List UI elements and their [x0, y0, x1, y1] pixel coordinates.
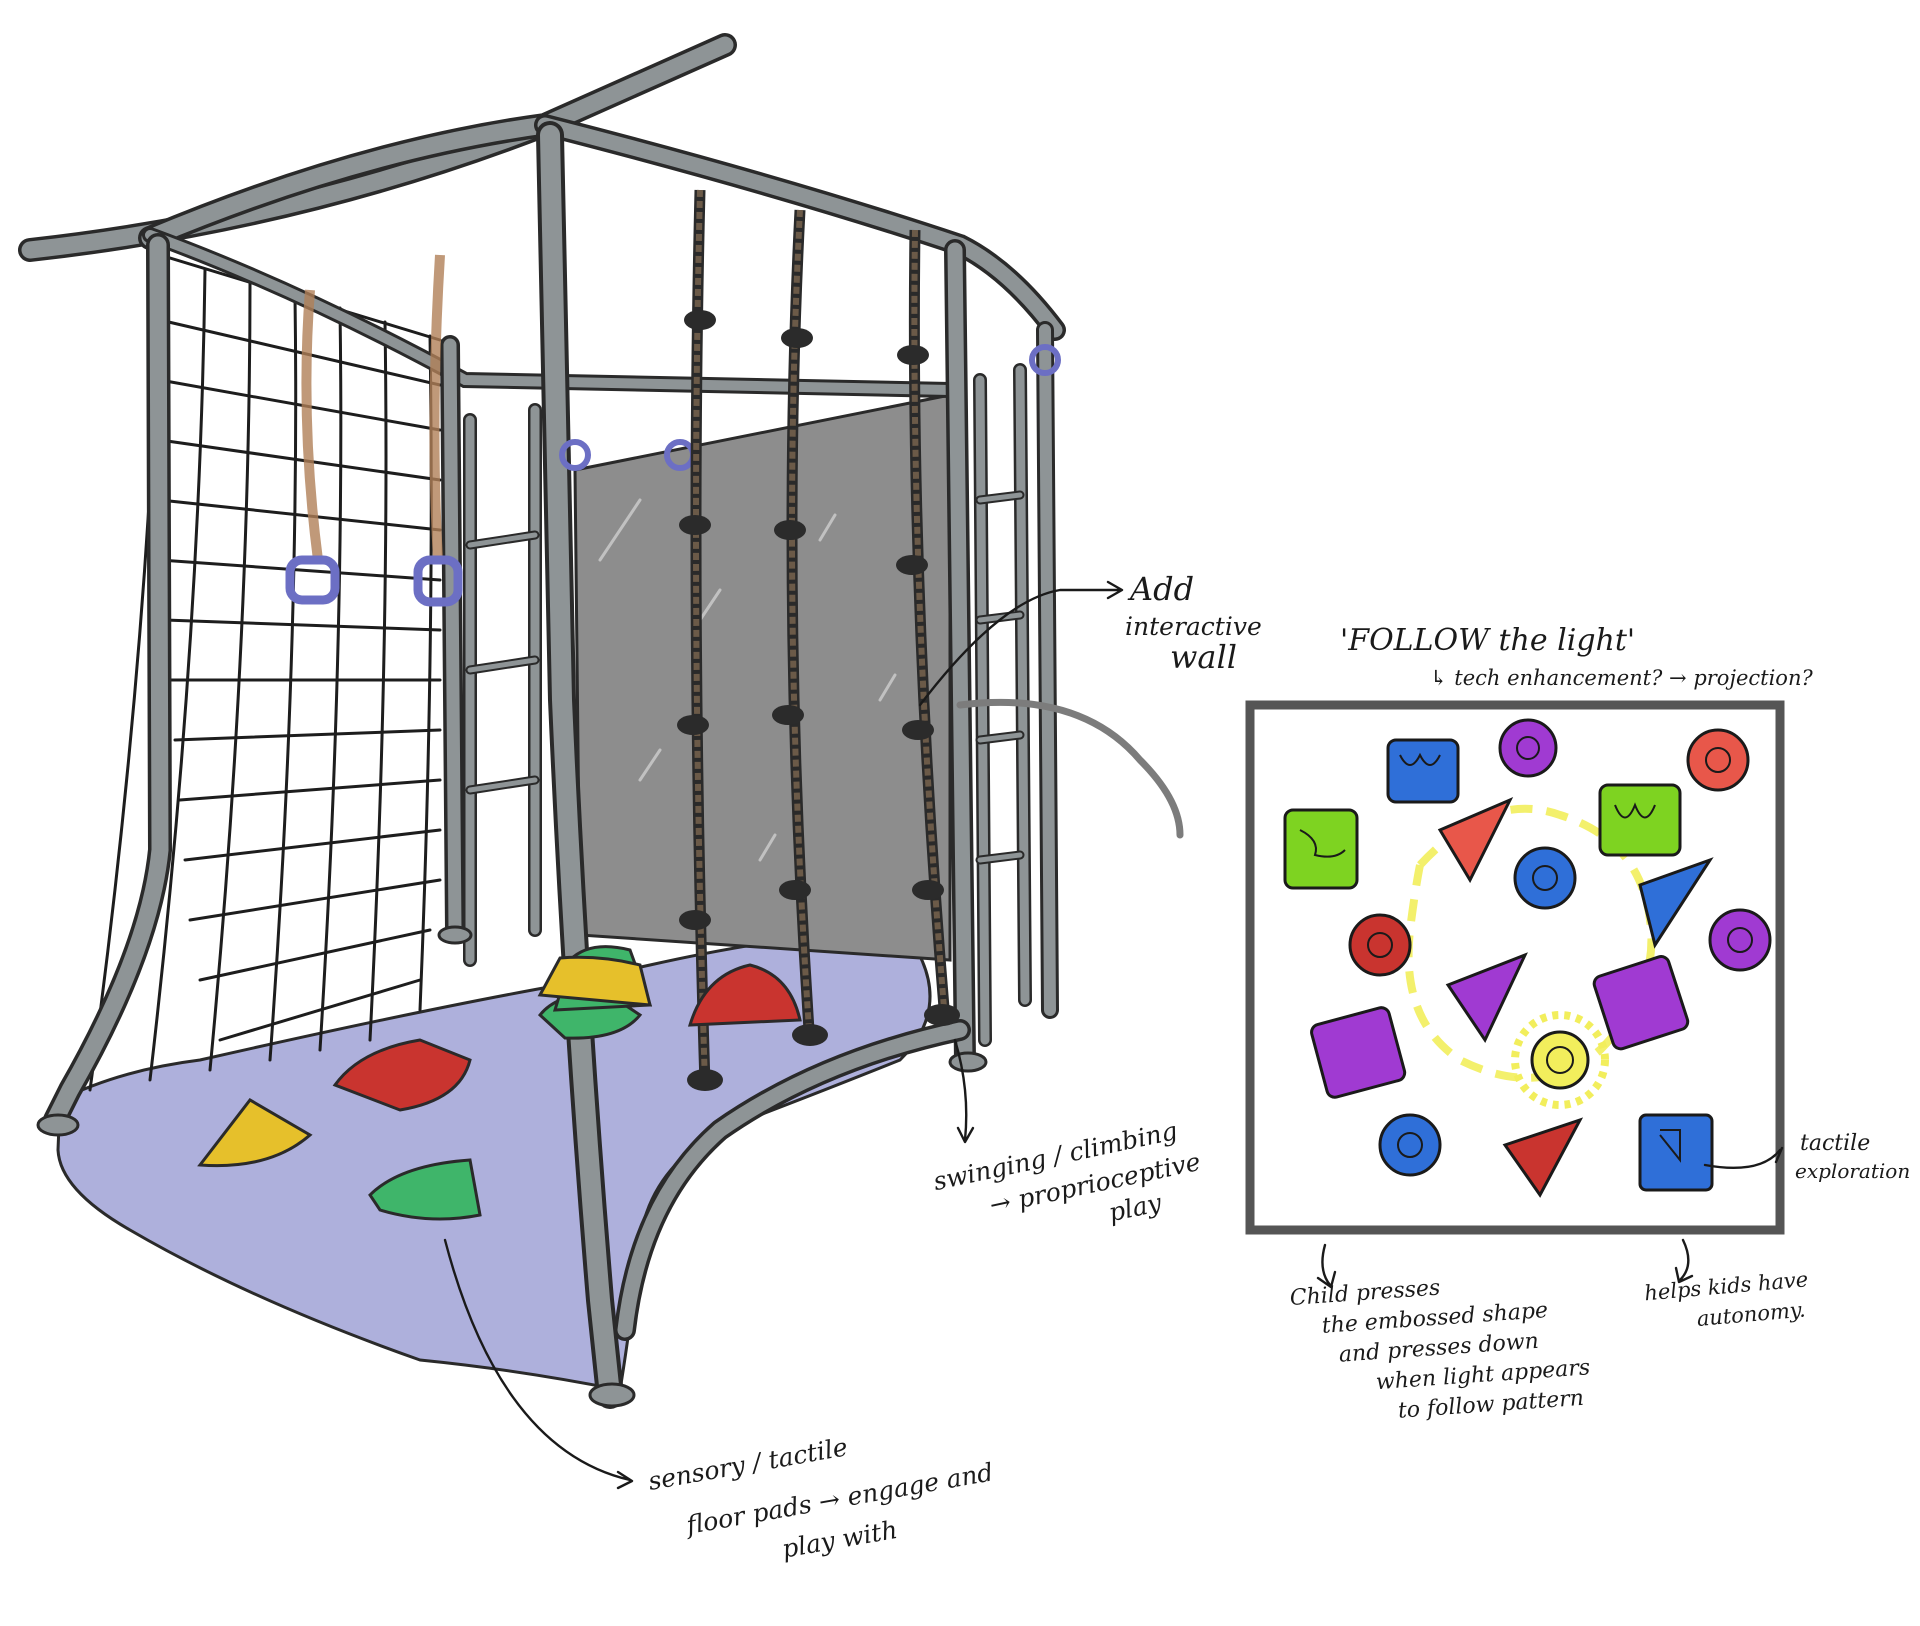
rope-knot — [792, 1024, 828, 1046]
note-line: play with — [780, 1515, 900, 1564]
ring-left-icon — [285, 555, 340, 605]
triangle-icon — [1445, 952, 1528, 1044]
note-line: autonomy. — [1696, 1298, 1807, 1331]
square-icon — [1592, 955, 1690, 1051]
floor-pads — [197, 945, 802, 1221]
note-autonomy: helps kids have autonomy. — [1643, 1267, 1809, 1331]
triangle-icon — [1638, 857, 1714, 949]
note-line: Add — [1127, 570, 1194, 608]
rope-knot — [897, 345, 929, 365]
arrow-tactile — [1703, 1146, 1784, 1170]
rope-knot — [774, 520, 806, 540]
sensory-floor-mat — [56, 923, 932, 1392]
circle-icon — [1686, 728, 1750, 792]
triangle-icon — [1502, 1117, 1584, 1198]
hold-icon — [368, 1158, 482, 1221]
rope-knot — [772, 705, 804, 725]
note-tactile: tactile exploration — [1795, 1131, 1910, 1183]
ring-side-icon — [1029, 344, 1061, 376]
note-swinging: swinging / climbing → proprioceptive pla… — [931, 1116, 1203, 1227]
light-glow — [1511, 1011, 1609, 1109]
rope-knot — [902, 720, 934, 740]
circle-icon — [1530, 1030, 1590, 1090]
note-line: tactile — [1800, 1131, 1870, 1156]
rope-knot — [924, 1004, 960, 1026]
rope-knot — [896, 555, 928, 575]
ring-right-icon — [413, 555, 463, 607]
circle-icon — [1513, 846, 1577, 910]
arrow-autonomy — [1674, 1238, 1694, 1284]
rope-knot — [684, 310, 716, 330]
triangle-icon — [1437, 797, 1514, 884]
arrow-interactive-wall — [918, 580, 1124, 707]
note-line: Child presses — [1289, 1276, 1441, 1311]
back-ladder — [463, 363, 1032, 1047]
climbing-net — [88, 253, 442, 1092]
light-path-trail — [1404, 804, 1656, 1082]
circle-icon — [1348, 913, 1412, 977]
hold-icon — [332, 1038, 472, 1112]
arrow-sensory — [443, 1238, 634, 1490]
rope-knot — [687, 1069, 723, 1091]
note-line: exploration — [1795, 1159, 1910, 1183]
rope-knot — [781, 328, 813, 348]
tactile-shapes — [1283, 718, 1772, 1198]
rope-knot — [679, 910, 711, 930]
note-line: wall — [1170, 638, 1237, 676]
hold-icon — [537, 955, 652, 1007]
note-interactive-wall: Add interactive wall — [1125, 570, 1262, 676]
swing-rings — [285, 254, 1061, 607]
rope-knot — [912, 880, 944, 900]
square-icon — [1598, 783, 1682, 857]
square-icon — [1386, 738, 1460, 804]
arrow-child-presses — [1316, 1243, 1337, 1289]
circle-icon — [1708, 908, 1772, 972]
metal-frame — [18, 33, 1066, 1409]
wall-to-panel-connector — [956, 698, 1184, 839]
follow-title: 'FOLLOW the light' — [1340, 623, 1635, 658]
square-icon — [1638, 1113, 1714, 1192]
hold-icon — [687, 963, 802, 1027]
square-icon — [1283, 808, 1359, 890]
wall-highlight-strokes — [598, 498, 897, 862]
knotted-ropes — [677, 189, 960, 1091]
hold-icon — [197, 1098, 313, 1168]
ring-back-left-icon — [559, 439, 591, 471]
rope-knot — [779, 880, 811, 900]
note-line: interactive — [1125, 612, 1262, 641]
circle-icon — [1498, 718, 1558, 778]
square-icon — [1310, 1006, 1407, 1099]
arrow-swinging — [953, 1038, 975, 1144]
embossed-detail-strokes — [1299, 736, 1753, 1163]
note-line: sensory / tactile — [646, 1432, 850, 1496]
circle-icon — [1378, 1113, 1442, 1177]
follow-subtitle: ↳ tech enhancement? → projection? — [1430, 666, 1813, 690]
rope-knot — [679, 515, 711, 535]
rope-knot — [677, 715, 709, 735]
note-sensory: sensory / tactile floor pads → engage an… — [646, 1432, 995, 1564]
note-child-presses: Child presses the embossed shape and pre… — [1289, 1276, 1591, 1424]
